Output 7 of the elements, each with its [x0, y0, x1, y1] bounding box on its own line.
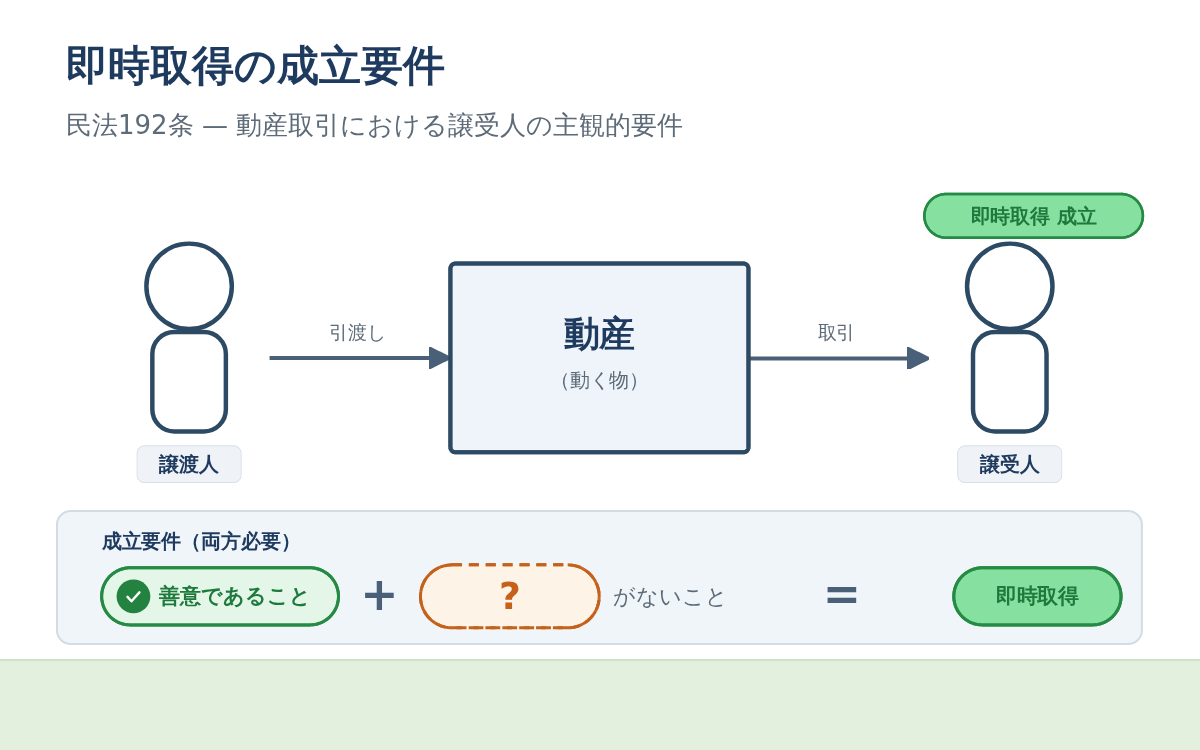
title: 即時取得の成立要件	[66, 40, 445, 92]
edge-label: 取引	[817, 321, 856, 343]
subtitle: 民法192条 — 動産取引における譲受人の主観的要件	[66, 108, 684, 142]
plus-sign: +	[360, 567, 399, 621]
edge-label: 引渡し	[329, 320, 386, 343]
equals-sign: =	[822, 567, 862, 621]
condition-text: がないこと	[613, 583, 729, 609]
